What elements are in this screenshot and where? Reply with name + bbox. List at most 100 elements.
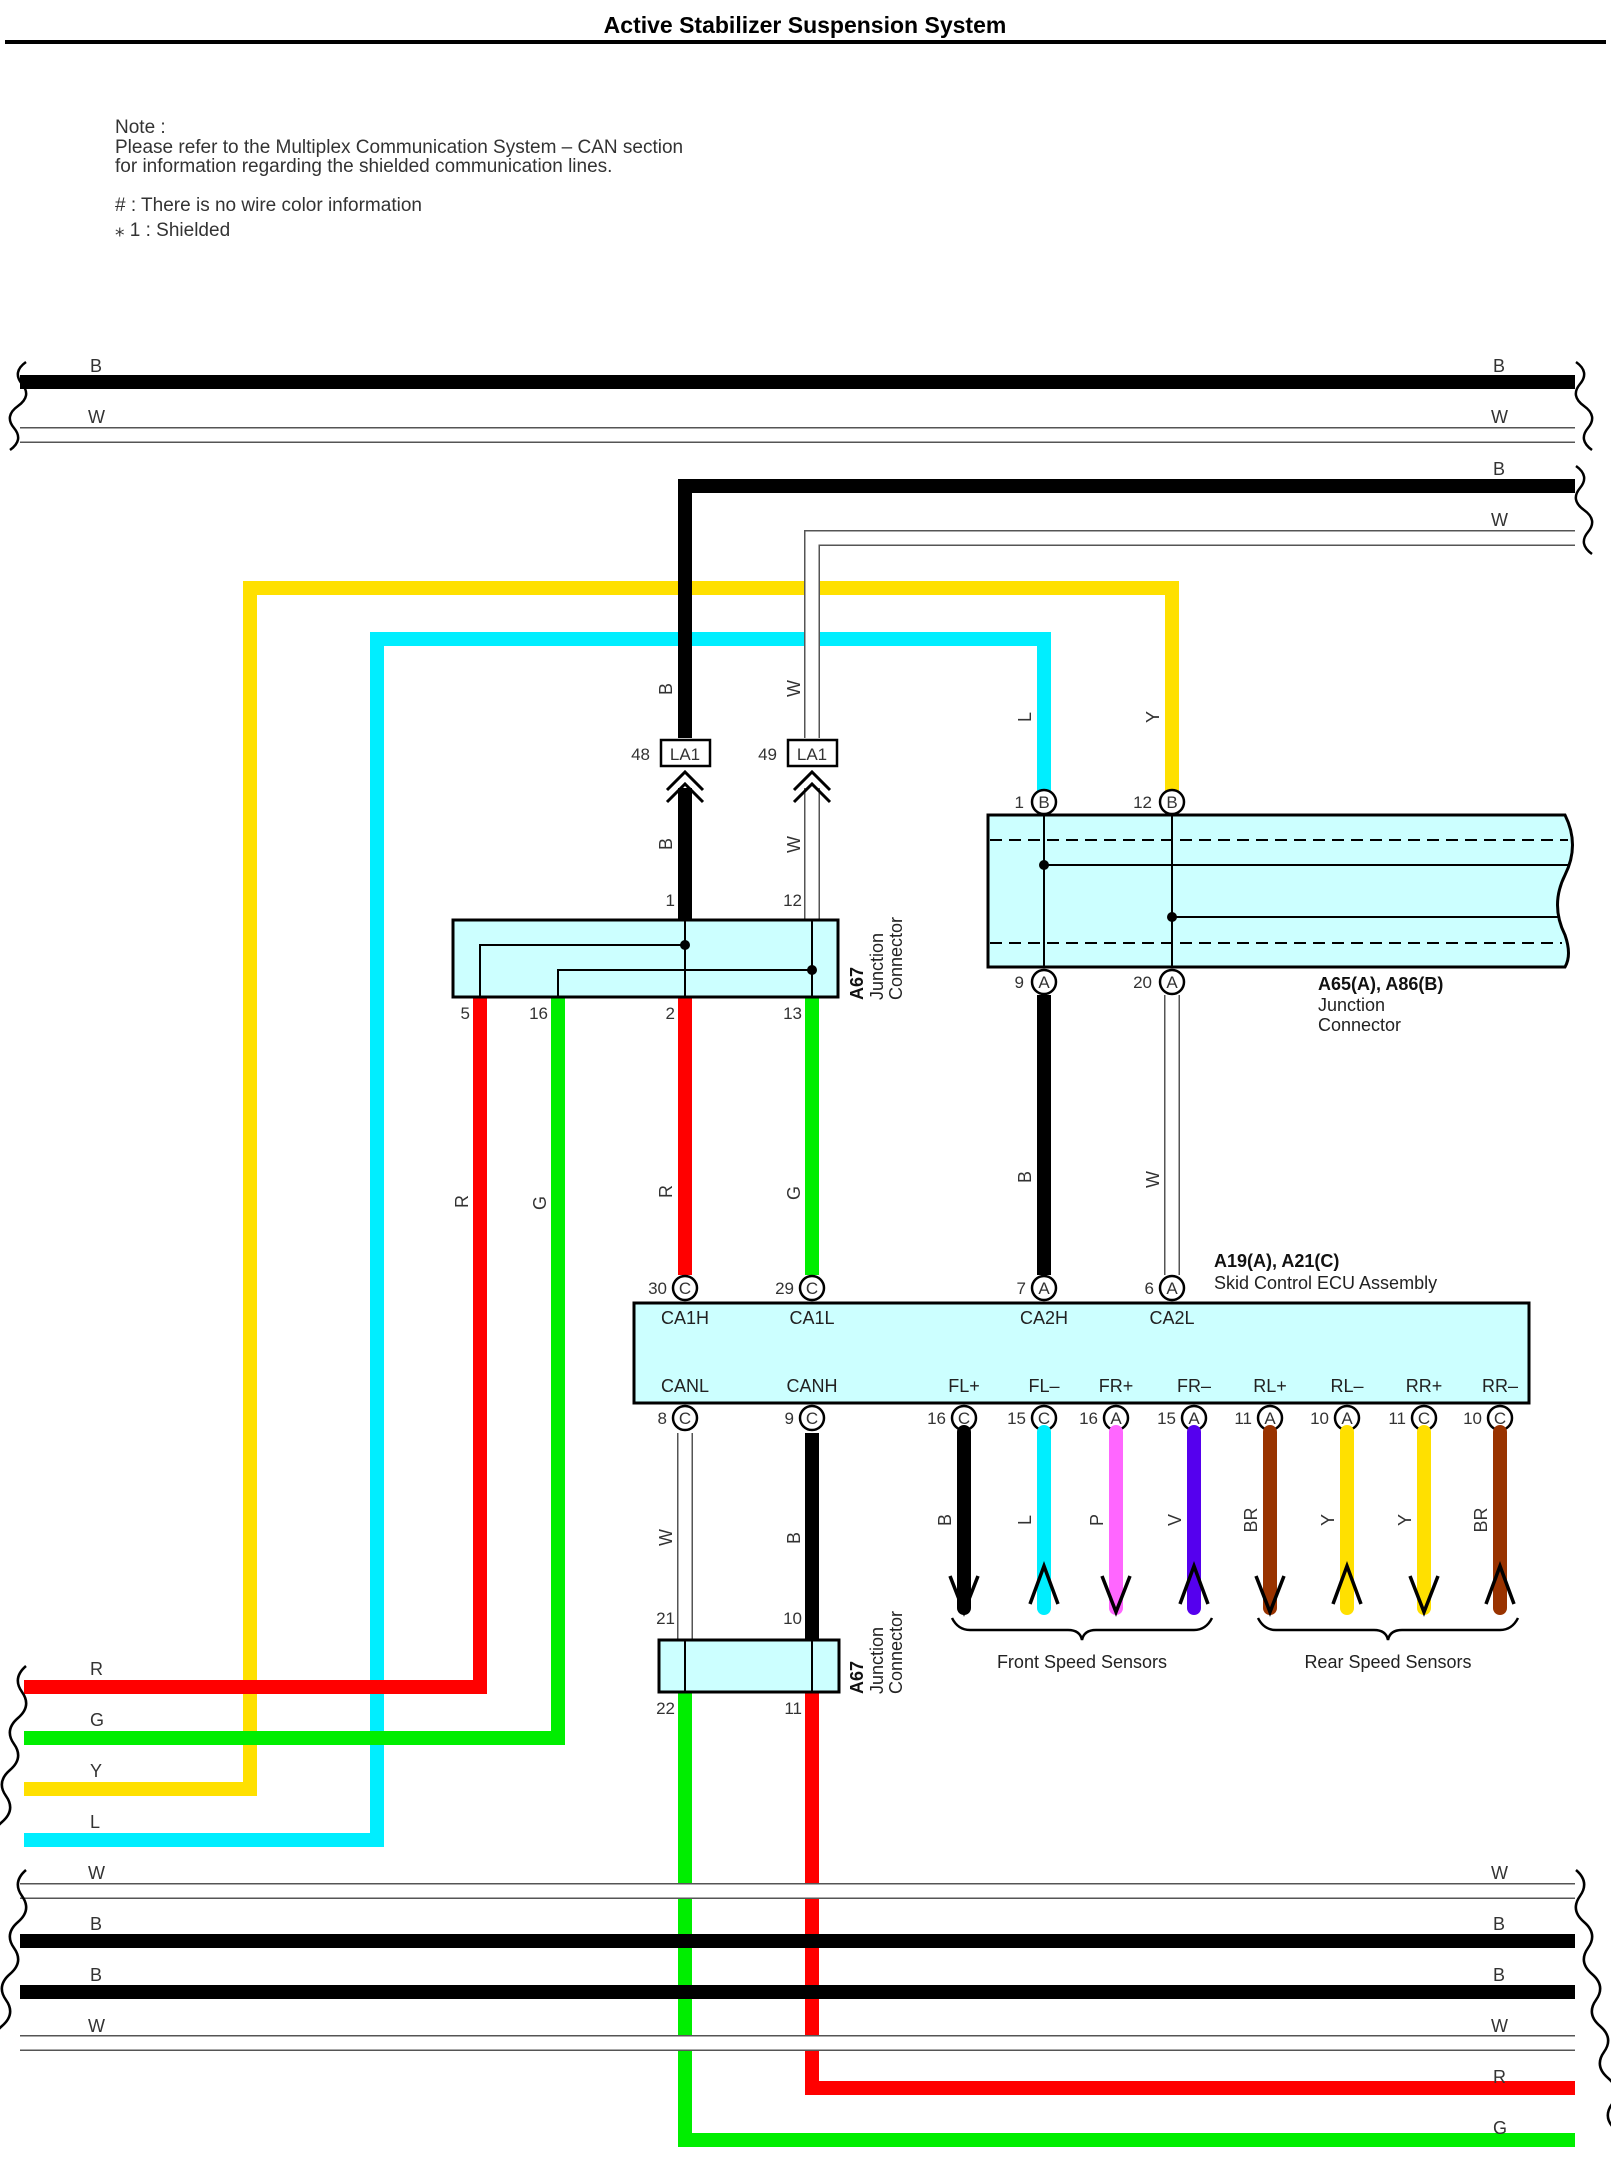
vlabel-r-left: R xyxy=(452,1195,472,1208)
vlabel-l-a65: L xyxy=(1015,712,1035,722)
label-top-b-right: B xyxy=(1493,356,1505,376)
a67-bottom-body xyxy=(657,1638,841,1694)
a67-top-pin-1: 1 xyxy=(666,891,675,910)
cut-right-top-2 xyxy=(1574,464,1594,556)
a65-pin-9: 9 xyxy=(1015,973,1024,992)
label-bottom-b1-right: B xyxy=(1493,1914,1505,1934)
arrow-up-icon xyxy=(1484,1560,1516,1605)
vlabel-w-la1-top: W xyxy=(784,680,804,697)
label-bottom-w2-left: W xyxy=(88,2016,105,2036)
ecu-bottom-pin-letter: C xyxy=(958,1409,970,1428)
label-top-b-left: B xyxy=(90,356,102,376)
a65-pin-1: 1 xyxy=(1015,793,1024,812)
ecu-bottom-pin-letter: A xyxy=(1188,1409,1200,1428)
label-top-w-right: W xyxy=(1491,407,1508,427)
vlabel-w-la1-bottom: W xyxy=(784,836,804,853)
a65-pin-9-circle xyxy=(1030,968,1058,996)
a65-connector: B 1 B 12 A 9 A 20 A65(A), A86(B) Junctio… xyxy=(986,788,1574,1035)
ecu-bottom-signal: FR– xyxy=(1177,1376,1211,1396)
ecu-code: A19(A), A21(C) xyxy=(1214,1251,1339,1271)
ecu-top-signal: CA2L xyxy=(1149,1308,1194,1328)
vlabel-g-left: G xyxy=(530,1196,550,1210)
page-title: Active Stabilizer Suspension System xyxy=(604,12,1007,38)
rear-sensors-label: Rear Speed Sensors xyxy=(1304,1652,1471,1672)
a67-top-pin-2: 2 xyxy=(666,1004,675,1023)
ecu-bottom-pin-circle xyxy=(798,1404,826,1432)
ecu-bottom-pin-number: 10 xyxy=(1463,1409,1482,1428)
wire-w-to-la1 xyxy=(804,530,1575,738)
note-heading: Note : xyxy=(115,117,166,138)
note-hash: # : There is no wire color information xyxy=(115,195,422,216)
ecu-bottom-signal: FR+ xyxy=(1099,1376,1134,1396)
vlabel-w-canl: W xyxy=(656,1529,676,1546)
sensor-lead-color-label: Y xyxy=(1318,1514,1338,1526)
label-bottom-g-right: G xyxy=(1493,2118,1507,2138)
ecu-top-pin-circle xyxy=(671,1274,699,1302)
rear-sensors-brace xyxy=(1256,1617,1520,1641)
vlabel-w-ca2l: W xyxy=(1143,1171,1163,1188)
ecu-bottom-signal: CANL xyxy=(661,1376,709,1396)
label-left-l: L xyxy=(90,1812,100,1832)
ecu-bottom-pin-letter: A xyxy=(1110,1409,1122,1428)
ecu-bottom-pin-number: 15 xyxy=(1007,1409,1026,1428)
ecu-top-pin-letter: A xyxy=(1038,1279,1050,1298)
ecu-top-pin-letter: A xyxy=(1166,1279,1178,1298)
notes-block: Note : Please refer to the Multiplex Com… xyxy=(115,117,683,241)
ecu-bottom-pin-letter: A xyxy=(1264,1409,1276,1428)
a65-code: A65(A), A86(B) xyxy=(1318,974,1443,994)
ecu-bottom-pin-number: 11 xyxy=(1234,1409,1252,1428)
a67-top-pin-16: 16 xyxy=(529,1004,548,1023)
label-b-la1-right: B xyxy=(1493,459,1505,479)
ecu-bottom-pin-letter: C xyxy=(1494,1409,1506,1428)
label-top-w-left: W xyxy=(88,407,105,427)
note-shielded: ⁎ 1 : Shielded xyxy=(115,220,230,241)
wire-b-to-la1 xyxy=(678,479,1575,738)
a65-pin-20-letter: A xyxy=(1166,973,1178,992)
la1-chevron-48-icon xyxy=(665,769,705,804)
wire-r-bottom xyxy=(805,1692,1575,2095)
a67-top-body xyxy=(451,918,840,999)
label-bottom-b2-left: B xyxy=(90,1965,102,1985)
label-bottom-b1-left: B xyxy=(90,1914,102,1934)
la1-chevron-49-icon xyxy=(792,769,832,804)
vlabel-b-la1-top: B xyxy=(656,683,676,695)
sensor-lead-color-label: Y xyxy=(1395,1514,1415,1526)
a65-pin-12: 12 xyxy=(1133,793,1152,812)
wire-g-bottom xyxy=(678,1692,1575,2147)
front-sensors-label: Front Speed Sensors xyxy=(997,1652,1167,1672)
ecu-bottom-pin-circle xyxy=(671,1404,699,1432)
a67-bottom-pin-11: 11 xyxy=(784,1699,802,1718)
ecu-bottom-pin-number: 16 xyxy=(1079,1409,1098,1428)
a65-pin-1-letter: B xyxy=(1038,793,1049,812)
ecu-bottom-pin-number: 11 xyxy=(1388,1409,1406,1428)
vlabel-b-ca2h: B xyxy=(1015,1171,1035,1183)
cut-left-top xyxy=(8,360,28,452)
a67-top-code: A67 xyxy=(847,967,867,1000)
ecu-top-signal: CA1H xyxy=(661,1308,709,1328)
sensor-lead-color-label: B xyxy=(935,1514,955,1526)
label-left-g: G xyxy=(90,1710,104,1730)
ecu-bottom-signal: CANH xyxy=(786,1376,837,1396)
arrow-down-icon xyxy=(1408,1575,1440,1617)
bus-labels: B B W W B W R G Y L W W B B B B W W R G xyxy=(88,356,1508,2138)
a65-body xyxy=(986,813,1574,969)
sensor-lead-color-label: BR xyxy=(1471,1507,1491,1532)
vlabel-g-ca1l: G xyxy=(784,1186,804,1200)
a65-splice-2 xyxy=(1167,912,1177,922)
ecu-top-pin-number: 29 xyxy=(775,1279,794,1298)
vertical-wire-labels: B W B W L Y R G R G B W W B xyxy=(452,680,1163,1546)
sensor-braces xyxy=(950,1617,1520,1641)
front-sensors-brace xyxy=(950,1617,1214,1641)
la1-connectors: LA1 48 LA1 49 xyxy=(631,738,839,804)
ecu-top-pin-letter: C xyxy=(806,1279,818,1298)
cut-left-bottom xyxy=(0,1869,28,2030)
a65-pin-9-letter: A xyxy=(1038,973,1050,992)
a65-name-2: Connector xyxy=(1318,1015,1401,1035)
ecu-bottom-signal: FL+ xyxy=(948,1376,980,1396)
label-bottom-w1-right: W xyxy=(1491,1863,1508,1883)
a65-pin-12-letter: B xyxy=(1166,793,1177,812)
sensor-lead-color-label: P xyxy=(1087,1514,1107,1526)
a67-top-pin-13: 13 xyxy=(783,1004,802,1023)
la1-pin-49: 49 xyxy=(758,745,777,764)
